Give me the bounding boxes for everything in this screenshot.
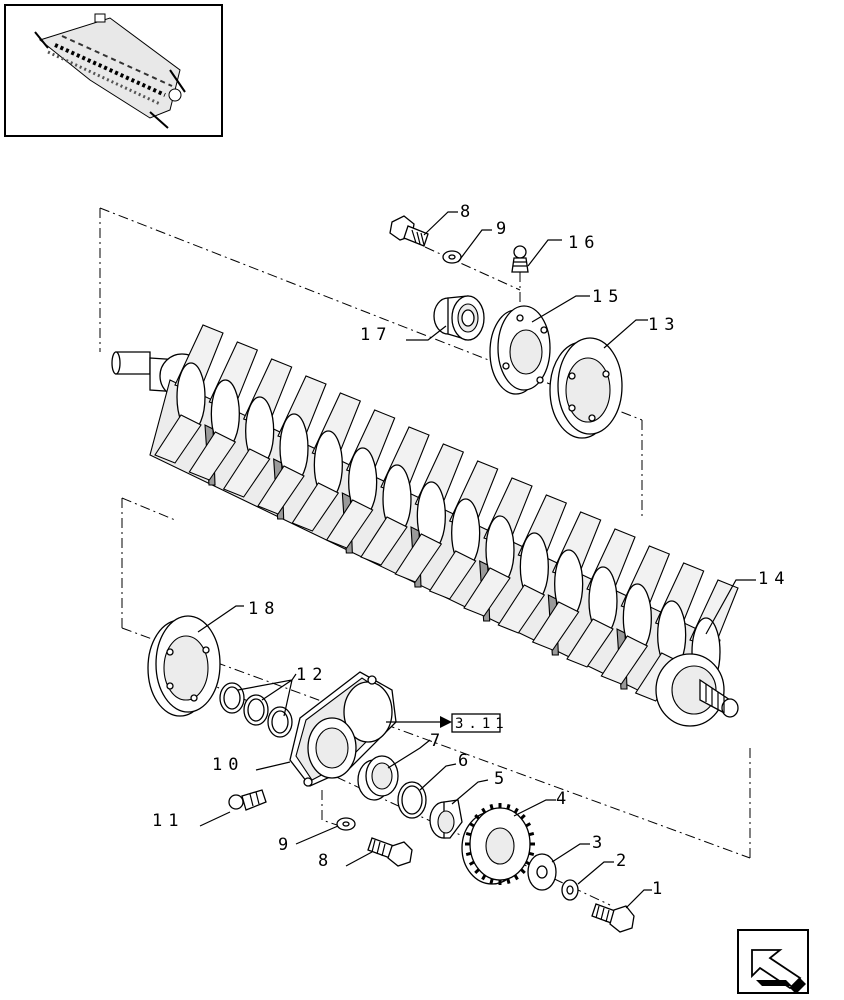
bolt-8-upper <box>389 215 429 247</box>
gear-tooth <box>468 822 475 828</box>
callout-9-upper: 9 <box>496 219 512 239</box>
gear-teeth <box>465 803 535 885</box>
previous-page-arrow-icon[interactable] <box>737 929 809 994</box>
reference-label[interactable]: 3.11 <box>455 716 509 732</box>
callout-8-upper: 8 <box>460 202 476 222</box>
cover-18 <box>147 615 221 717</box>
callout-11: 11 <box>152 811 184 831</box>
rotor-blade <box>463 567 511 617</box>
callout-5: 5 <box>494 769 510 789</box>
gear-4 <box>461 803 535 885</box>
callout-10: 10 <box>212 755 244 775</box>
rotor-blade <box>531 601 580 651</box>
callout-labels: 8 9 16 15 13 17 14 18 12 10 11 9 8 7 6 5… <box>152 202 790 899</box>
callout-1: 1 <box>652 879 668 899</box>
gear-tooth <box>513 807 519 814</box>
bolt-1 <box>591 903 635 933</box>
washer-9-lower <box>336 817 356 831</box>
callout-16: 16 <box>568 233 600 253</box>
gear-tooth <box>528 851 535 857</box>
rotor-blade <box>188 431 237 481</box>
rotor-blade <box>360 516 408 566</box>
flange-15 <box>489 305 551 395</box>
callout-13: 13 <box>648 315 680 335</box>
reference-link-box[interactable]: 3.11 <box>451 713 509 733</box>
gear-tooth <box>520 813 526 820</box>
callout-15: 15 <box>592 287 624 307</box>
gear-tooth <box>465 851 472 857</box>
circlips-12 <box>219 682 293 738</box>
gear-tooth <box>474 813 480 820</box>
rotor-blades <box>154 324 739 724</box>
bolt-8-lower <box>367 837 413 867</box>
cover-13 <box>549 337 623 439</box>
gear-tooth <box>489 804 494 810</box>
gear-tooth <box>481 807 487 814</box>
gear-tooth <box>489 878 494 884</box>
snap-ring-6 <box>397 781 427 819</box>
rotor-assembly-thumbnail-icon <box>34 13 186 129</box>
callout-8-lower: 8 <box>318 851 334 871</box>
callout-9-lower: 9 <box>278 835 294 855</box>
callout-17: 17 <box>360 325 392 345</box>
lock-washer-2 <box>561 879 579 901</box>
callout-3: 3 <box>592 833 608 853</box>
grease-nipple-11 <box>228 789 267 811</box>
gear-tooth <box>465 831 472 837</box>
callout-6: 6 <box>458 751 474 771</box>
rotor-blade <box>291 482 340 532</box>
gear-tooth <box>528 831 535 837</box>
rotor-blade <box>154 414 202 464</box>
callout-7: 7 <box>430 731 446 751</box>
rotor-blade <box>257 465 305 515</box>
gear-tooth <box>506 878 511 884</box>
callout-12: 12 <box>296 665 328 685</box>
rotor-blade <box>222 448 271 498</box>
bearing-7 <box>357 755 399 801</box>
rotor-blade <box>497 584 546 634</box>
callout-14: 14 <box>758 569 790 589</box>
rotor-blade <box>394 533 443 583</box>
grease-nipple-16 <box>511 245 529 273</box>
gear-tooth <box>474 868 480 875</box>
washer-3 <box>527 853 557 891</box>
gear-tooth <box>468 860 475 866</box>
gear-tooth <box>481 874 487 881</box>
thumbnail-frame[interactable] <box>4 4 223 137</box>
rotor-blade <box>566 618 614 668</box>
callout-2: 2 <box>616 851 632 871</box>
rotor-blade <box>600 635 649 685</box>
washer-9-upper <box>442 250 462 264</box>
gear-tooth <box>520 868 526 875</box>
bearing-housing-10 <box>289 671 397 787</box>
bearing-17 <box>433 295 485 341</box>
callout-4: 4 <box>556 789 572 809</box>
gear-tooth <box>525 822 532 828</box>
spacer-5 <box>429 799 463 839</box>
callout-18: 18 <box>248 599 280 619</box>
gear-tooth <box>513 874 519 881</box>
leader-lines <box>197 211 756 909</box>
rotor-blade <box>325 499 374 549</box>
rotor-blade <box>428 550 477 600</box>
rotor-14 <box>111 324 739 727</box>
gear-tooth <box>506 804 511 810</box>
